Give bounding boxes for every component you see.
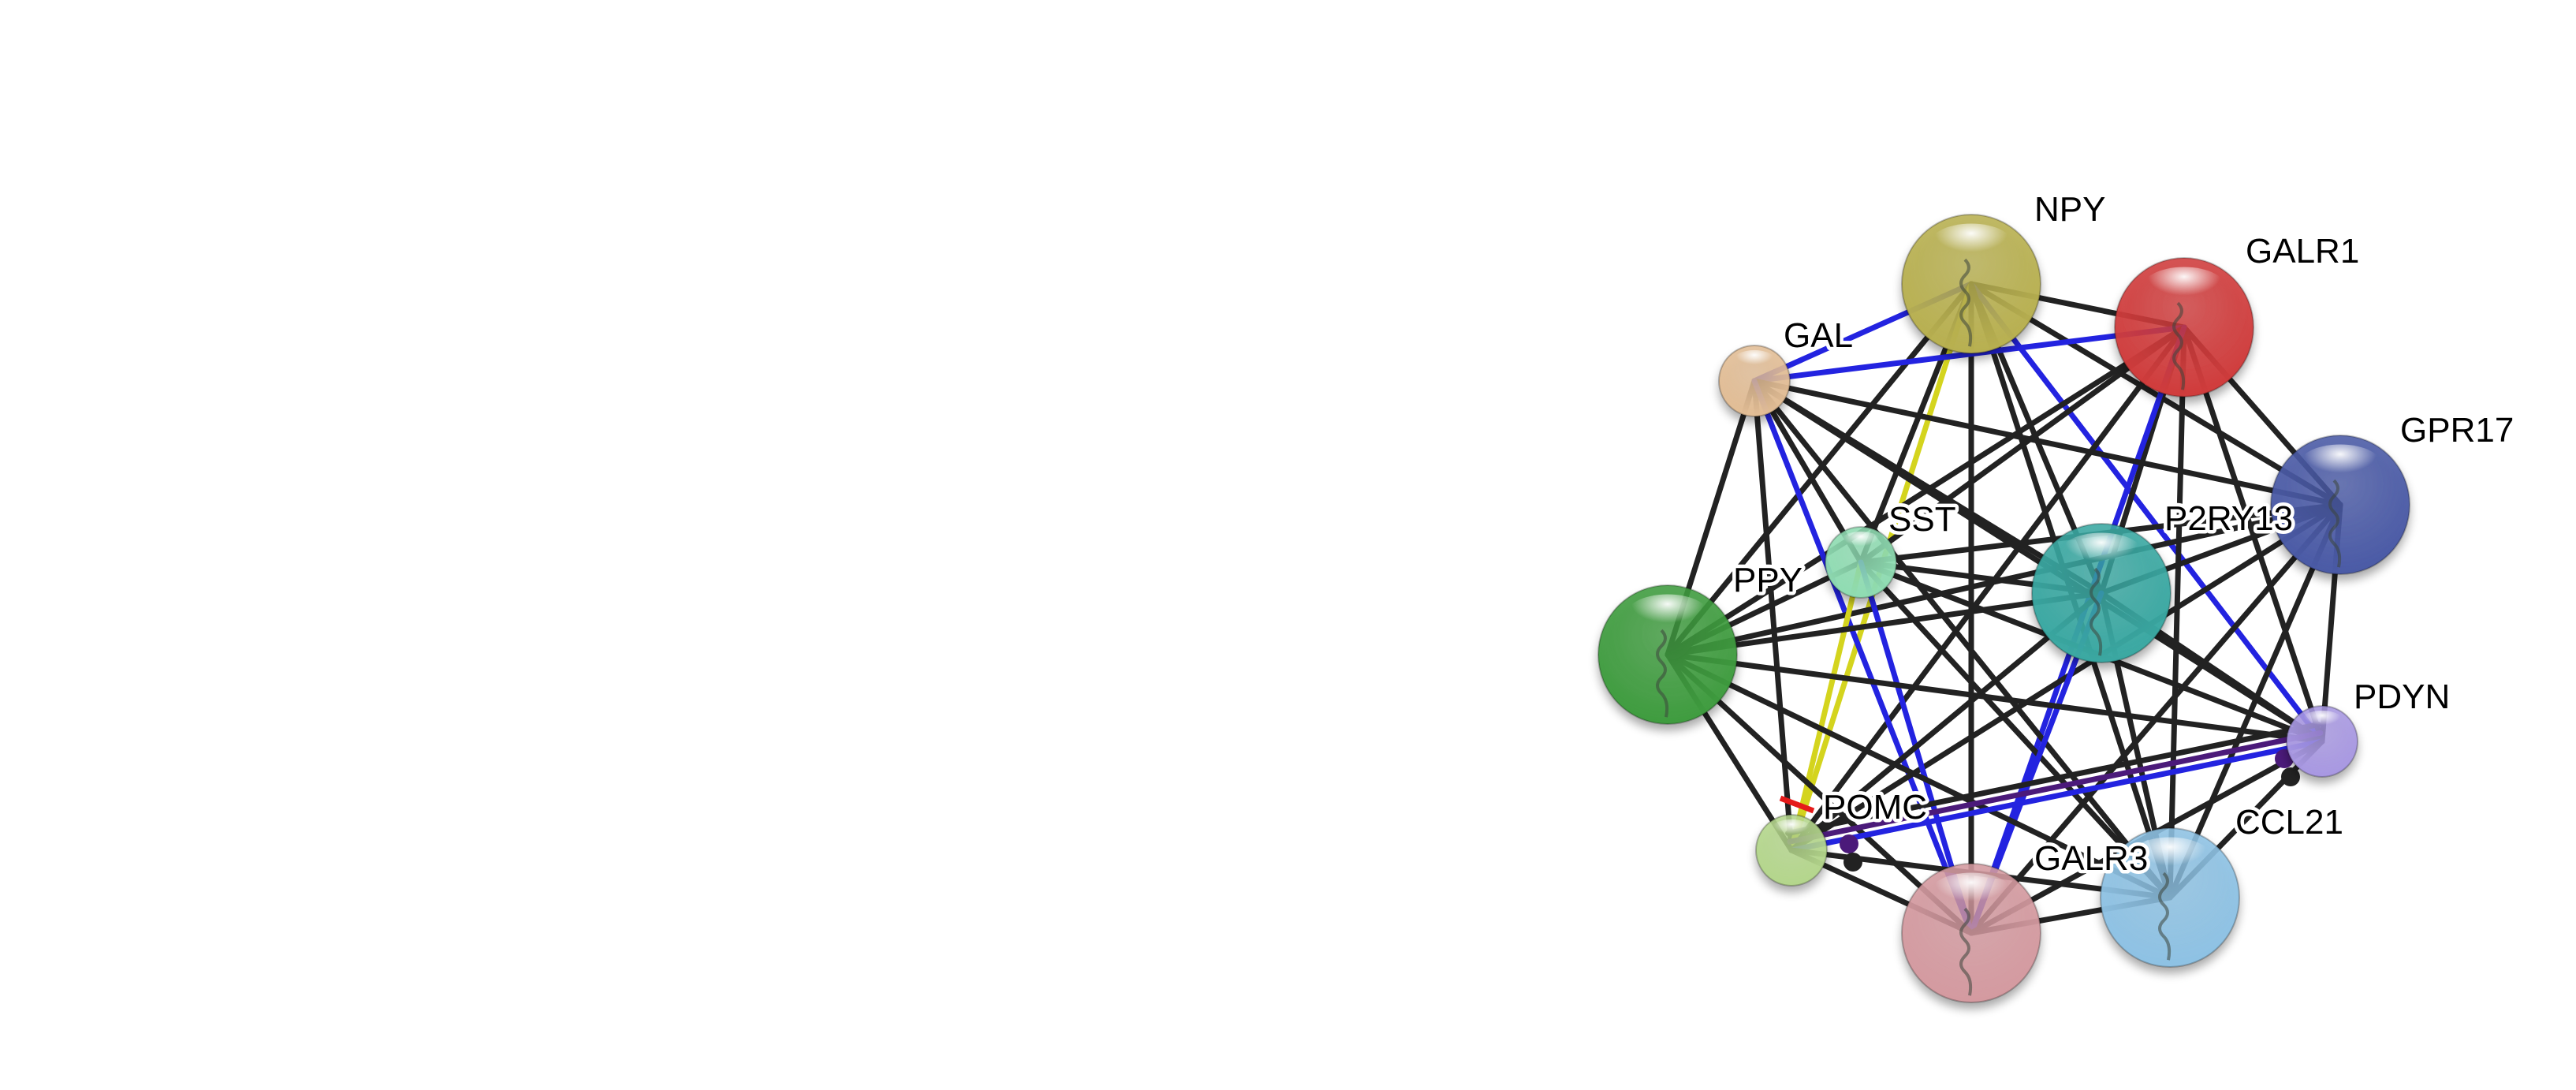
- inhibition-bar-pomc: [1779, 795, 1815, 814]
- edge-p2ry13-ppy: [1665, 590, 2104, 658]
- node-label-sst: SST: [1888, 500, 1956, 539]
- node-label-galr1: GALR1: [2246, 232, 2359, 271]
- edge-gal-ccl21: [1751, 378, 2173, 901]
- node-npy[interactable]: [1901, 214, 2041, 354]
- edge-end-dot-pomc-purple: [1840, 834, 1858, 853]
- edge-gal-pomc: [1751, 378, 1795, 853]
- node-gloss: [1839, 531, 1883, 554]
- edge-galr1-ccl21: [2167, 324, 2187, 901]
- node-gloss: [1928, 872, 2015, 917]
- node-gloss: [2058, 532, 2145, 577]
- node-pdyn[interactable]: [2286, 705, 2358, 778]
- edge-npy-pdyn: [1968, 281, 2325, 745]
- protein-structure-icon: [1959, 907, 1973, 996]
- node-label-pomc: POMC: [1823, 788, 1927, 827]
- node-label-ppy: PPY: [1733, 561, 1802, 599]
- node-label-p2ry13: P2RY13: [2164, 499, 2293, 538]
- edge-gal-pdyn: [1751, 378, 2325, 745]
- node-gal[interactable]: [1718, 345, 1791, 417]
- node-galr1[interactable]: [2114, 257, 2254, 398]
- node-gloss: [1769, 819, 1814, 842]
- edge-pdyn-pomc: [1787, 730, 2324, 845]
- edge-pdyn-pomc: [1785, 721, 2322, 836]
- protein-structure-icon: [2328, 479, 2342, 568]
- node-gloss: [2127, 837, 2213, 882]
- edge-gal-galr3: [1751, 378, 1974, 936]
- protein-structure-icon: [1656, 629, 1669, 718]
- protein-structure-icon: [2090, 567, 2103, 656]
- node-label-ccl21: CCL21: [2235, 803, 2343, 842]
- node-gloss: [2297, 444, 2384, 489]
- edge-sst-pomc: [1788, 559, 1864, 853]
- node-gloss: [2300, 710, 2344, 734]
- edge-end-dot-pomc-black: [1843, 853, 1862, 872]
- node-ccl21[interactable]: [2100, 827, 2240, 968]
- node-label-pdyn: PDYN: [2354, 678, 2450, 716]
- protein-structure-icon: [2172, 301, 2186, 390]
- edge-gpr17-pomc: [1788, 502, 2343, 853]
- edge-npy-ppy: [1665, 281, 1974, 658]
- node-gloss: [2141, 267, 2227, 312]
- node-ppy[interactable]: [1597, 584, 1738, 725]
- node-gloss: [1624, 594, 1711, 639]
- edge-galr1-pomc: [1788, 324, 2187, 853]
- node-label-gal: GAL: [1784, 316, 1853, 355]
- edge-ppy-pdyn: [1665, 651, 2325, 745]
- protein-structure-icon: [1959, 258, 1973, 347]
- node-label-galr3: GALR3: [2034, 839, 2148, 878]
- node-label-npy: NPY: [2034, 190, 2105, 229]
- node-p2ry13[interactable]: [2031, 523, 2172, 663]
- edge-gal-gpr17: [1751, 378, 2343, 508]
- node-sst[interactable]: [1825, 526, 1897, 599]
- edge-galr1-gal: [1751, 324, 2187, 384]
- edge-end-dot-pdyn-black: [2281, 767, 2300, 786]
- node-gpr17[interactable]: [2270, 435, 2410, 575]
- protein-structure-icon: [2158, 872, 2172, 961]
- node-gloss: [1732, 349, 1776, 373]
- node-pomc[interactable]: [1755, 814, 1828, 887]
- node-label-gpr17: GPR17: [2400, 411, 2514, 450]
- node-gloss: [1928, 223, 2015, 268]
- edge-npy-gpr17: [1968, 281, 2343, 508]
- edge-ppy-ccl21: [1665, 651, 2173, 901]
- node-galr3[interactable]: [1901, 863, 2041, 1003]
- edge-gpr17-ccl21: [2167, 502, 2343, 901]
- edge-pdyn-pomc: [1788, 738, 2325, 853]
